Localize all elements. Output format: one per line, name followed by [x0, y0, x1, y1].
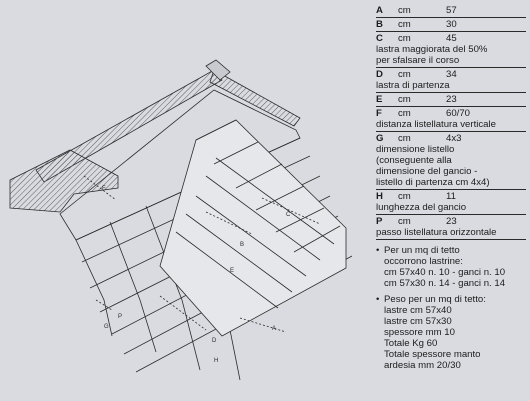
spec-key: B: [376, 19, 383, 30]
label-G: G: [104, 324, 109, 330]
note-line: lastre cm 57x30: [384, 316, 452, 327]
label-D: D: [212, 338, 217, 344]
spec-key: G: [376, 133, 384, 144]
spec-unit: cm: [398, 19, 411, 30]
spec-value: 45: [446, 33, 457, 44]
spec-description: lastra maggiorata del 50%: [376, 44, 488, 55]
spec-description: lunghezza del gancio: [376, 202, 467, 213]
spec-unit: cm: [398, 216, 411, 227]
spec-unit: cm: [398, 133, 411, 144]
spec-unit: cm: [398, 191, 411, 202]
spec-description: (conseguente alla: [376, 155, 452, 166]
note-item: • Peso per un mq di tetto:lastre cm 57x40…: [376, 294, 526, 371]
spec-description: dimensione del gancio -: [376, 166, 478, 177]
roof-slate-diagram: F C B E A D G H P: [9, 59, 353, 381]
note-line: Per un mq di tetto: [384, 245, 460, 256]
label-B: B: [240, 242, 244, 248]
spec-description: lastra di partenza: [376, 80, 450, 91]
spec-unit: cm: [398, 94, 411, 105]
note-line: Totale Kg 60: [384, 338, 438, 349]
label-A: A: [272, 326, 276, 332]
spec-description: per sfalsare il corso: [376, 55, 460, 66]
spec-description: passo listellatura orizzontale: [376, 227, 497, 238]
spec-unit: cm: [398, 33, 411, 44]
spec-value: 23: [446, 216, 457, 227]
roof-deck-left: [59, 89, 301, 241]
spec-unit: cm: [398, 69, 411, 80]
spec-value: 23: [446, 94, 457, 105]
spec-key: E: [376, 94, 383, 105]
spec-key: D: [376, 69, 383, 80]
label-F: F: [102, 186, 106, 192]
note-line: Totale spessore manto: [384, 349, 481, 360]
spec-description: distanza listellatura verticale: [376, 119, 496, 130]
spec-value: 60/70: [446, 108, 471, 119]
spec-description: listello di partenza cm 4x4): [376, 177, 490, 188]
label-E: E: [230, 268, 234, 274]
dimension-lines: [83, 175, 321, 333]
ridge-tiles-right: [209, 69, 301, 127]
note-line: cm 57x30 n. 14 - ganci n. 14: [384, 278, 506, 289]
bullet-icon: •: [376, 294, 380, 305]
spec-unit: cm: [398, 5, 411, 16]
spec-key: C: [376, 33, 383, 44]
spec-value: 4x3: [446, 133, 462, 144]
note-line: occorrono lastrine:: [384, 256, 463, 267]
label-C: C: [286, 212, 291, 218]
spec-unit: cm: [398, 108, 411, 119]
spec-key: P: [376, 216, 383, 227]
bullet-icon: •: [376, 245, 380, 256]
note-line: lastre cm 57x40: [384, 305, 452, 316]
spec-value: 34: [446, 69, 457, 80]
eave-cornice: [9, 149, 119, 213]
spec-key: A: [376, 5, 383, 16]
spec-value: 30: [446, 19, 457, 30]
spec-key: H: [376, 191, 383, 202]
spec-value: 57: [446, 5, 457, 16]
slate-field: [159, 119, 347, 337]
spec-key: F: [376, 108, 382, 119]
note-line: cm 57x40 n. 10 - ganci n. 10: [384, 267, 506, 278]
spec-value: 11: [446, 191, 456, 202]
note-line: ardesia mm 20/30: [384, 360, 461, 371]
spec-description: dimensione listello: [376, 144, 455, 155]
label-H: H: [214, 358, 218, 364]
diagram-labels: F C B E A D G H P: [102, 186, 291, 364]
note-line: spessore mm 10: [384, 327, 455, 338]
roof-structure: [9, 59, 353, 381]
label-P: P: [118, 314, 122, 320]
ridge-cap: [205, 59, 231, 81]
note-line: Peso per un mq di tetto:: [384, 294, 486, 305]
